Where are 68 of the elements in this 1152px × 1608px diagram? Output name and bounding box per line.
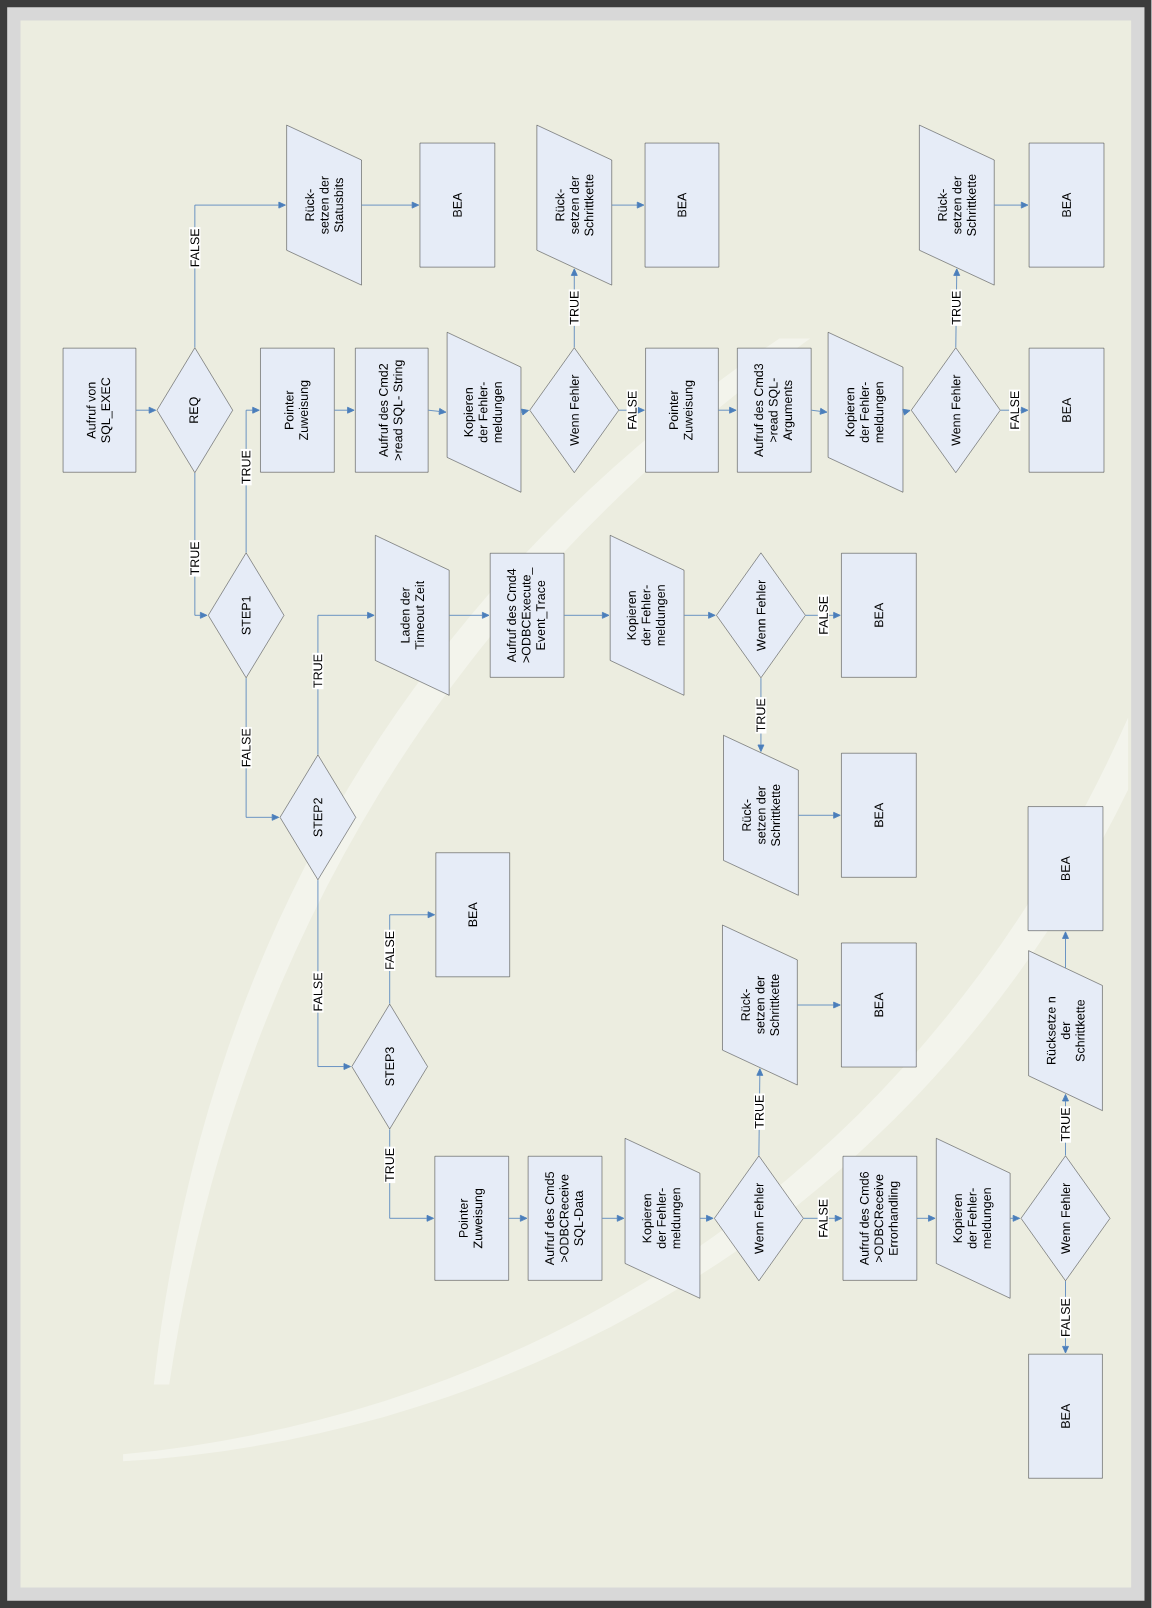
data-parallelogram: Laden der Timeout Zeit <box>375 535 450 696</box>
data-parallelogram: Kopieren der Fehler- meldungen <box>447 332 522 493</box>
arrow <box>611 201 645 209</box>
arrow <box>718 406 737 414</box>
edge-label: TRUE <box>312 652 324 690</box>
process-box: Aufruf des Cmd3 >read SQL- Arguments <box>737 347 812 473</box>
data-parallelogram: Kopieren der Fehler- meldungen <box>625 1138 701 1299</box>
arrow <box>803 1214 843 1222</box>
edge-label: FALSE <box>312 971 324 1013</box>
process-box: BEA <box>1029 142 1105 268</box>
process-box: Pointer Zuweisung <box>645 347 719 473</box>
edge-label: TRUE <box>189 540 201 577</box>
process-box: BEA <box>841 553 917 678</box>
arrow <box>508 1214 528 1222</box>
process-box: Aufruf des Cmd6 >ODBCReceive Errorhandling <box>842 1156 918 1281</box>
data-parallelogram: Rück- setzen der Schrittkette <box>919 124 995 286</box>
arrow <box>699 1214 714 1222</box>
edge-label: TRUE <box>1060 1106 1072 1143</box>
arrow <box>601 1214 625 1222</box>
data-parallelogram: Rück- setzen der Schrittkette <box>723 735 799 896</box>
process-box: BEA <box>841 942 917 1068</box>
edge-label: TRUE <box>240 448 252 486</box>
data-parallelogram: Rück- setzen der Statusbits <box>286 124 362 286</box>
process-box: BEA <box>1028 806 1104 931</box>
arrow <box>135 406 157 414</box>
edge-label: TRUE <box>384 1146 396 1184</box>
process-box: Aufruf des Cmd2 >read SQL- String <box>355 347 429 473</box>
process-box: BEA <box>841 753 917 878</box>
arrow <box>361 201 420 209</box>
arrow <box>564 611 610 619</box>
edge-label: FALSE <box>384 929 396 971</box>
process-box: BEA <box>1028 1354 1103 1479</box>
data-parallelogram: Kopieren der Fehler- meldungen <box>610 535 685 696</box>
arrow <box>797 1001 841 1009</box>
arrow <box>1010 1214 1021 1222</box>
arrow <box>1000 406 1029 414</box>
edge-label: TRUE <box>755 697 767 734</box>
arrow <box>798 811 841 819</box>
arrow <box>916 1214 936 1222</box>
data-parallelogram: Kopieren der Fehler- meldungen <box>828 332 904 493</box>
process-box: BEA <box>1029 347 1105 473</box>
edge-label: FALSE <box>1060 1296 1072 1339</box>
arrow <box>449 611 490 619</box>
process-box: Pointer Zuweisung <box>260 347 335 473</box>
arrow <box>428 408 447 415</box>
arrow <box>994 201 1029 209</box>
process-box: BEA <box>419 142 496 268</box>
process-box: Aufruf von SQL_EXEC <box>63 347 137 473</box>
process-box: Aufruf des Cmd5 >ODBCReceive SQL-Data <box>528 1156 603 1281</box>
arrow <box>520 408 530 416</box>
edge-label: FALSE <box>189 227 201 269</box>
edge-label: FALSE <box>818 594 830 636</box>
arrow <box>805 611 841 619</box>
data-parallelogram: Rück- setzen der Schrittkette <box>722 924 798 1086</box>
edge-label: TRUE <box>754 1093 766 1130</box>
process-box: Pointer Zuweisung <box>434 1156 510 1281</box>
process-box: BEA <box>645 142 720 268</box>
arrow <box>902 408 911 416</box>
arrow <box>334 406 355 414</box>
data-parallelogram: Kopieren der Fehler- meldungen <box>936 1138 1011 1299</box>
arrow <box>811 407 828 415</box>
edge-label: FALSE <box>1009 389 1021 431</box>
edge-label: FALSE <box>240 727 252 769</box>
arrow <box>684 611 716 619</box>
process-box: BEA <box>435 852 511 977</box>
arrow <box>1062 931 1070 969</box>
data-parallelogram: Rück- setzen der Schrittkette <box>536 124 613 286</box>
process-box: Aufruf des Cmd4 >ODBCExecute_ Event_Trace <box>490 553 565 678</box>
